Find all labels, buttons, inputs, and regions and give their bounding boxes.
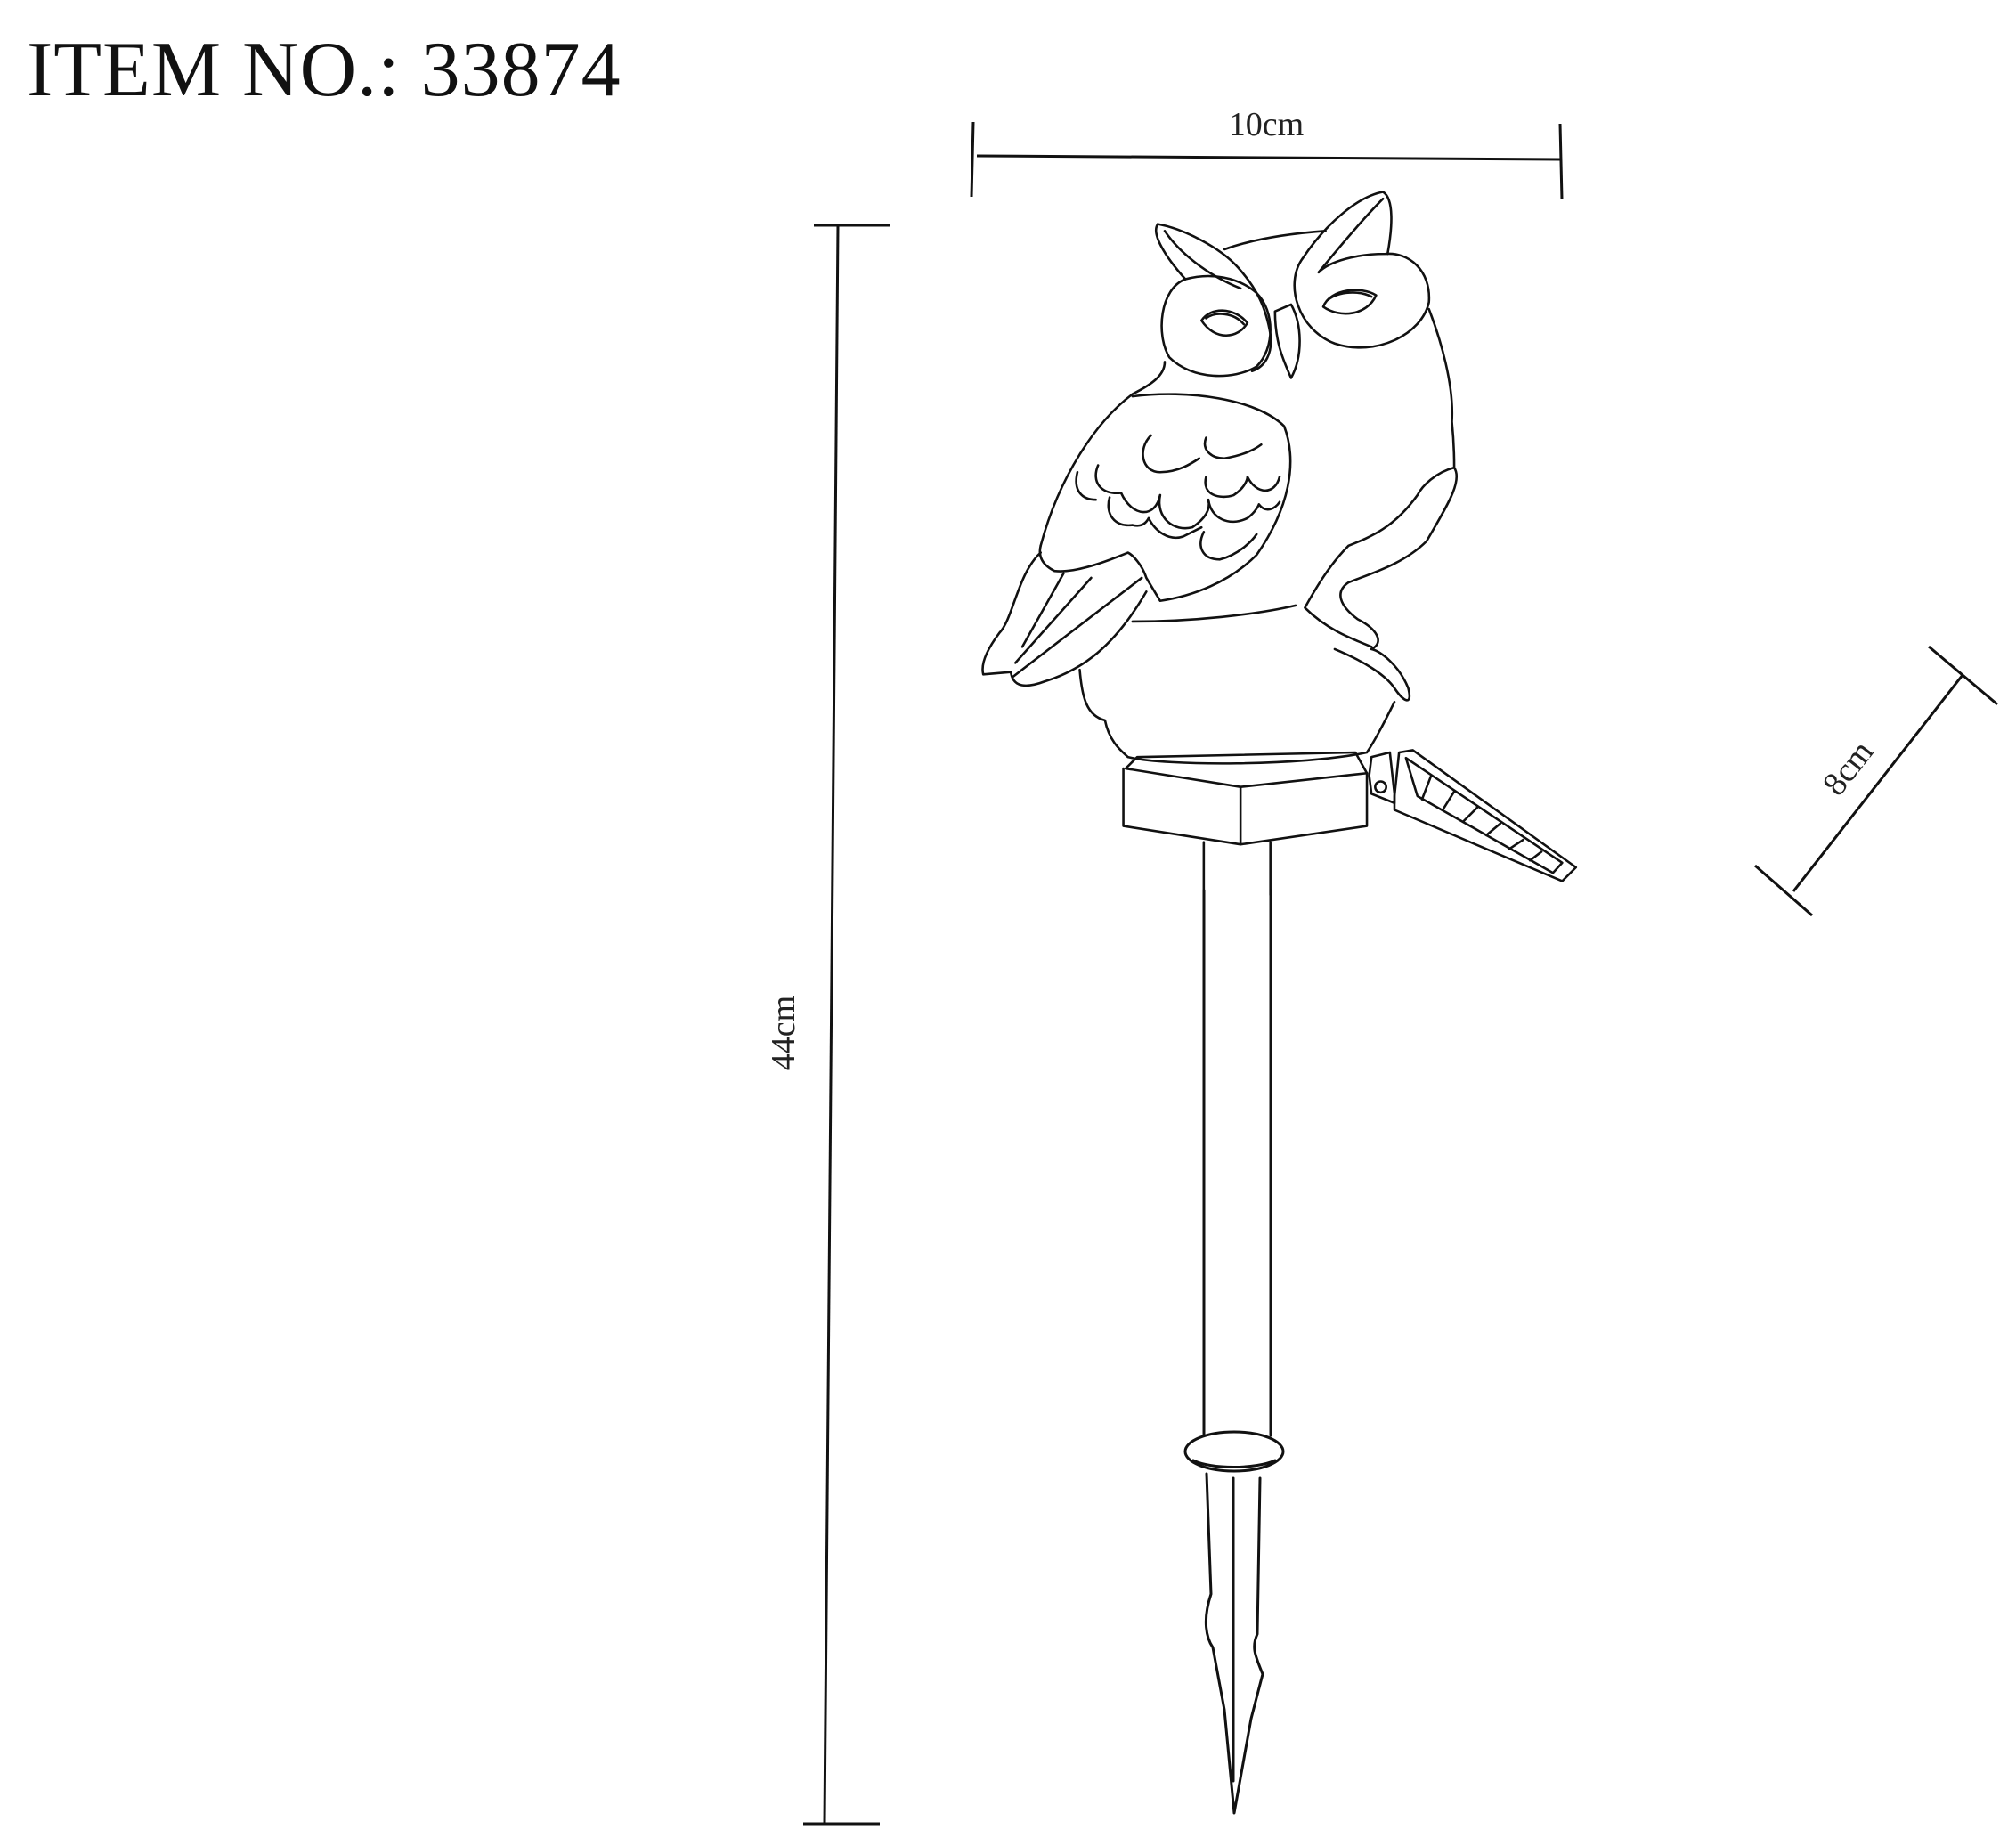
depth-dimension: 8cm [1754, 645, 1998, 917]
solar-cells [1404, 756, 1564, 874]
width-label: 10cm [1229, 106, 1304, 143]
width-tick-left [970, 121, 975, 198]
height-dimension-line [823, 224, 840, 1825]
lower-body [1078, 668, 1396, 765]
body-left [1039, 361, 1167, 548]
depth-tick-top [1928, 645, 1998, 706]
beak [1273, 303, 1301, 379]
far-wing [1304, 466, 1456, 648]
left-eye [1199, 309, 1249, 337]
depth-tick-bottom [1754, 864, 1813, 917]
foot [1333, 647, 1411, 702]
tail [981, 551, 1148, 687]
left-ear-inner [1163, 230, 1242, 290]
item-number-title: ITEM NO.: 33874 [27, 27, 622, 113]
left-ear-outer [1155, 223, 1187, 281]
height-dimension: 44cm [765, 224, 890, 1826]
height-label: 44cm [765, 996, 802, 1070]
width-dimension: 10cm [970, 106, 1564, 200]
right-eye-disc [1293, 252, 1430, 349]
width-dimension-line [976, 154, 1561, 161]
width-tick-right [1558, 123, 1564, 200]
stake-spike [1204, 1472, 1264, 1815]
solar-panel [1393, 749, 1578, 882]
right-ear-inner [1317, 197, 1385, 274]
base-front [1122, 767, 1369, 846]
base-top [1124, 751, 1369, 788]
breast-line [1131, 604, 1297, 623]
stake-collar [1183, 1430, 1285, 1473]
head-top [1223, 230, 1327, 251]
left-eye-disc [1160, 274, 1272, 378]
panel-hinge [1368, 751, 1396, 805]
hinge-screw [1374, 780, 1388, 794]
right-ear [1301, 191, 1393, 260]
depth-dimension-line [1792, 674, 1964, 892]
wing [1038, 393, 1292, 603]
owl-figure [981, 191, 1578, 897]
body-right [1339, 307, 1459, 651]
stake-pole [1202, 889, 1272, 1437]
left-ear [1156, 223, 1272, 373]
stake [1183, 889, 1285, 1815]
